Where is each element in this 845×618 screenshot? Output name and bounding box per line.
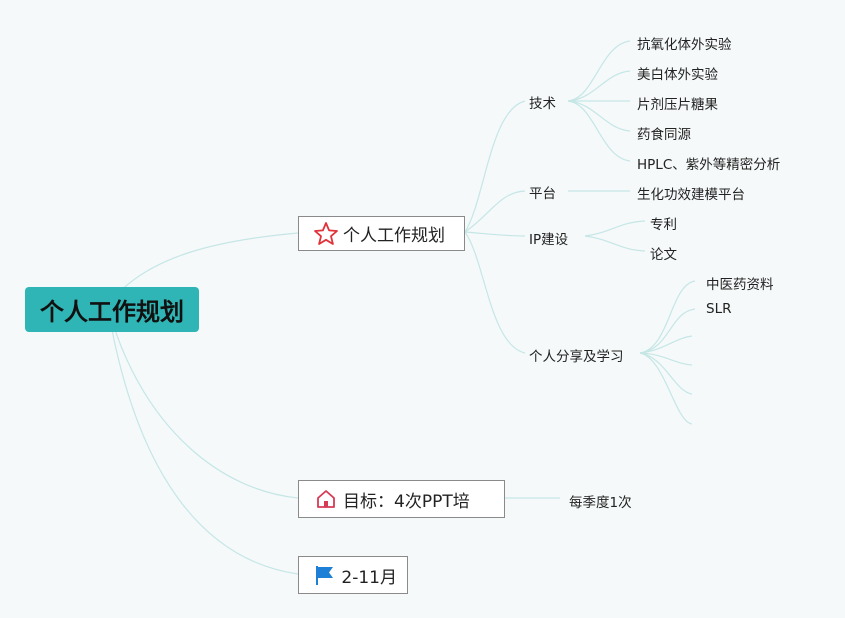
- leaf-item[interactable]: 论文: [650, 247, 677, 263]
- sub-platform[interactable]: 平台: [529, 186, 556, 202]
- leaf-item[interactable]: 专利: [650, 217, 677, 233]
- sub-tech[interactable]: 技术: [529, 96, 556, 112]
- sub-share[interactable]: 个人分享及学习: [529, 349, 624, 365]
- leaf-item[interactable]: 生化功效建模平台: [637, 187, 745, 203]
- leaf-item[interactable]: 抗氧化体外实验: [637, 37, 732, 53]
- home-icon: [313, 486, 339, 512]
- leaf-item[interactable]: 药食同源: [637, 127, 691, 143]
- root-topic-label: 个人工作规划: [40, 298, 184, 326]
- branch-goal-label: 目标：4次PPT培: [343, 491, 470, 512]
- leaf-item[interactable]: SLR: [706, 301, 732, 317]
- flag-icon: [313, 562, 337, 588]
- sub-ip[interactable]: IP建设: [529, 232, 569, 248]
- leaf-item[interactable]: HPLC、紫外等精密分析: [637, 157, 781, 173]
- leaf-item[interactable]: 片剂压片糖果: [637, 97, 718, 113]
- leaf-item[interactable]: 每季度1次: [569, 495, 632, 511]
- branch-date[interactable]: 2-11月: [298, 556, 408, 594]
- branch-date-label: 2-11月: [341, 567, 397, 588]
- star-outline-icon: [313, 221, 339, 247]
- branch-plan-label: 个人工作规划: [343, 226, 445, 246]
- leaf-item[interactable]: 美白体外实验: [637, 67, 718, 83]
- root-topic[interactable]: 个人工作规划: [25, 287, 199, 332]
- branch-plan[interactable]: 个人工作规划: [298, 216, 465, 251]
- leaf-item[interactable]: 中医药资料: [706, 277, 774, 293]
- branch-goal[interactable]: 目标：4次PPT培: [298, 480, 505, 518]
